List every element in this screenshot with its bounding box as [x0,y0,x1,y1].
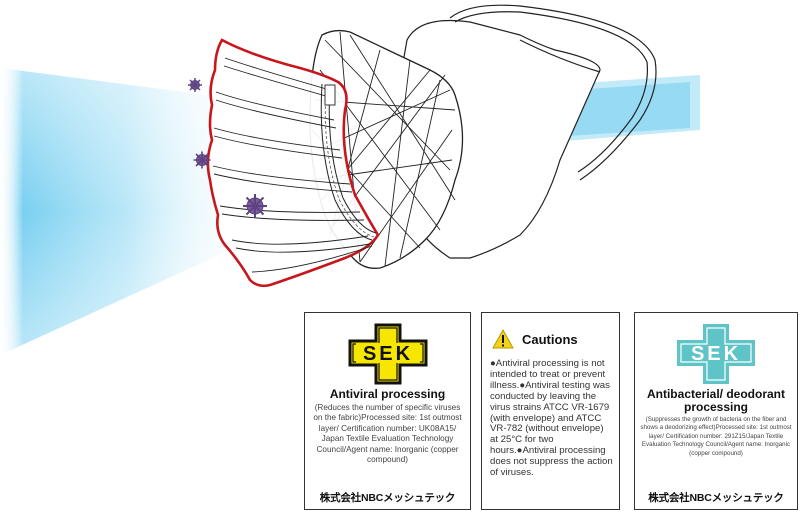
virus-icon [193,151,211,169]
antiviral-processing-card: SEK Antiviral processing (Reduces the nu… [304,312,471,510]
card-description: (Reduces the number of specific viruses … [313,403,462,465]
virus-icon [188,78,202,92]
outer-antiviral-layer [206,38,380,288]
svg-text:SEK: SEK [691,343,741,365]
antibacterial-processing-card: SEK Antibacterial/ deodorant processing … [634,312,798,510]
card-title: Antiviral processing [329,387,446,401]
company-name: 株式会社NBCメッシュテック [319,492,456,504]
virus-icon [243,194,267,218]
svg-text:SEK: SEK [362,343,412,365]
company-name: 株式会社NBCメッシュテック [648,492,784,504]
warning-icon [492,329,514,349]
cautions-body: ●Antiviral processing is not intended to… [490,358,613,479]
cautions-card: Cautions ●Antiviral processing is not in… [481,312,620,510]
card-description: (Suppresses the growth of bacteria on th… [640,416,792,457]
sek-antiviral-logo-icon: SEK [348,323,427,385]
card-title: Antibacterial/ deodorant processing [646,387,786,414]
cautions-title: Cautions [522,331,578,347]
sek-antibacterial-logo-icon: SEK [677,324,755,384]
virus-particles [188,78,267,218]
